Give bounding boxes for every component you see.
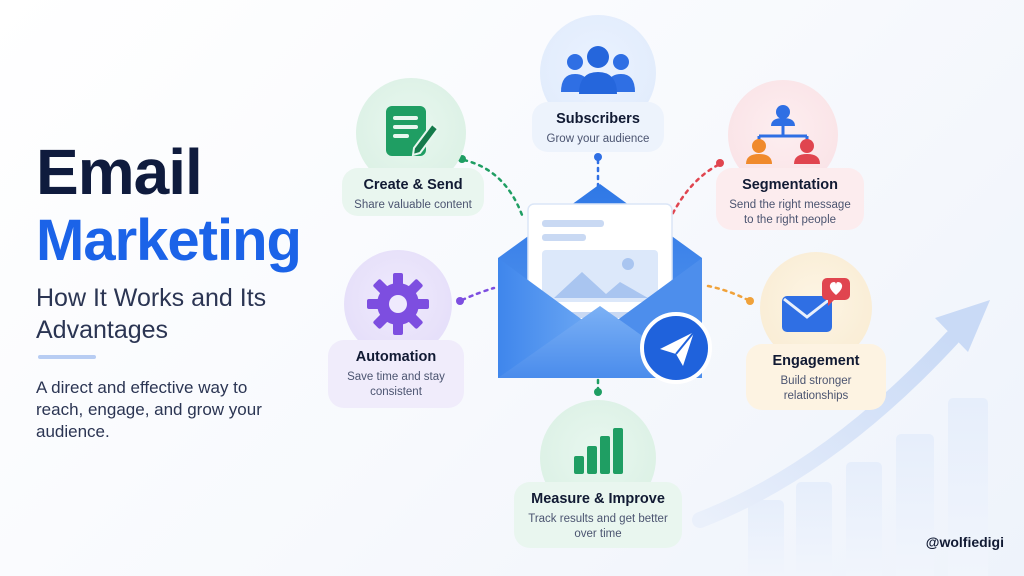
people-group-icon [561,46,635,94]
bar-chart-icon [574,428,623,475]
automation-title: Automation [355,349,437,365]
headline-subtitle: How It Works and Its Advantages [36,284,267,344]
background-growth-bar [846,462,882,576]
create-send-title: Create & Send [363,177,463,193]
engagement-desc: Build stronger relationships [780,375,852,402]
engagement-card: Engagement Build stronger relationships [746,344,886,410]
measure-title: Measure & Improve [531,491,665,507]
headline-email: Email [36,136,203,208]
headline-description: A direct and effective way to reach, eng… [36,378,262,441]
gear-icon [367,273,429,335]
headline-marketing: Marketing [36,208,302,273]
subscribers-card: Subscribers Grow your audience [532,102,664,152]
automation-desc: Save time and stay consistent [347,371,445,398]
engagement-title: Engagement [772,353,860,369]
segmentation-desc: Send the right message to the right peop… [729,199,851,226]
measure-card: Measure & Improve Track results and get … [514,482,682,548]
background-growth-bar [748,500,784,576]
create-send-card: Create & Send Share valuable content [342,168,484,216]
background-growth-bar [896,434,934,576]
create-send-desc: Share valuable content [354,199,472,211]
segmentation-card: Segmentation Send the right message to t… [716,168,864,230]
subscribers-title: Subscribers [556,111,640,127]
subscribers-desc: Grow your audience [546,133,650,145]
envelope-heart-icon [782,278,850,332]
open-envelope-paper-plane-icon [498,184,712,384]
automation-card: Automation Save time and stay consistent [328,340,464,408]
background-growth-bar [796,482,832,576]
measure-desc: Track results and get better over time [528,513,668,540]
segmentation-hierarchy-icon [746,105,820,164]
watermark-handle: @wolfiedigi [925,534,1004,550]
segmentation-title: Segmentation [742,177,838,193]
document-pencil-icon [386,106,440,157]
headline-divider [38,355,96,359]
